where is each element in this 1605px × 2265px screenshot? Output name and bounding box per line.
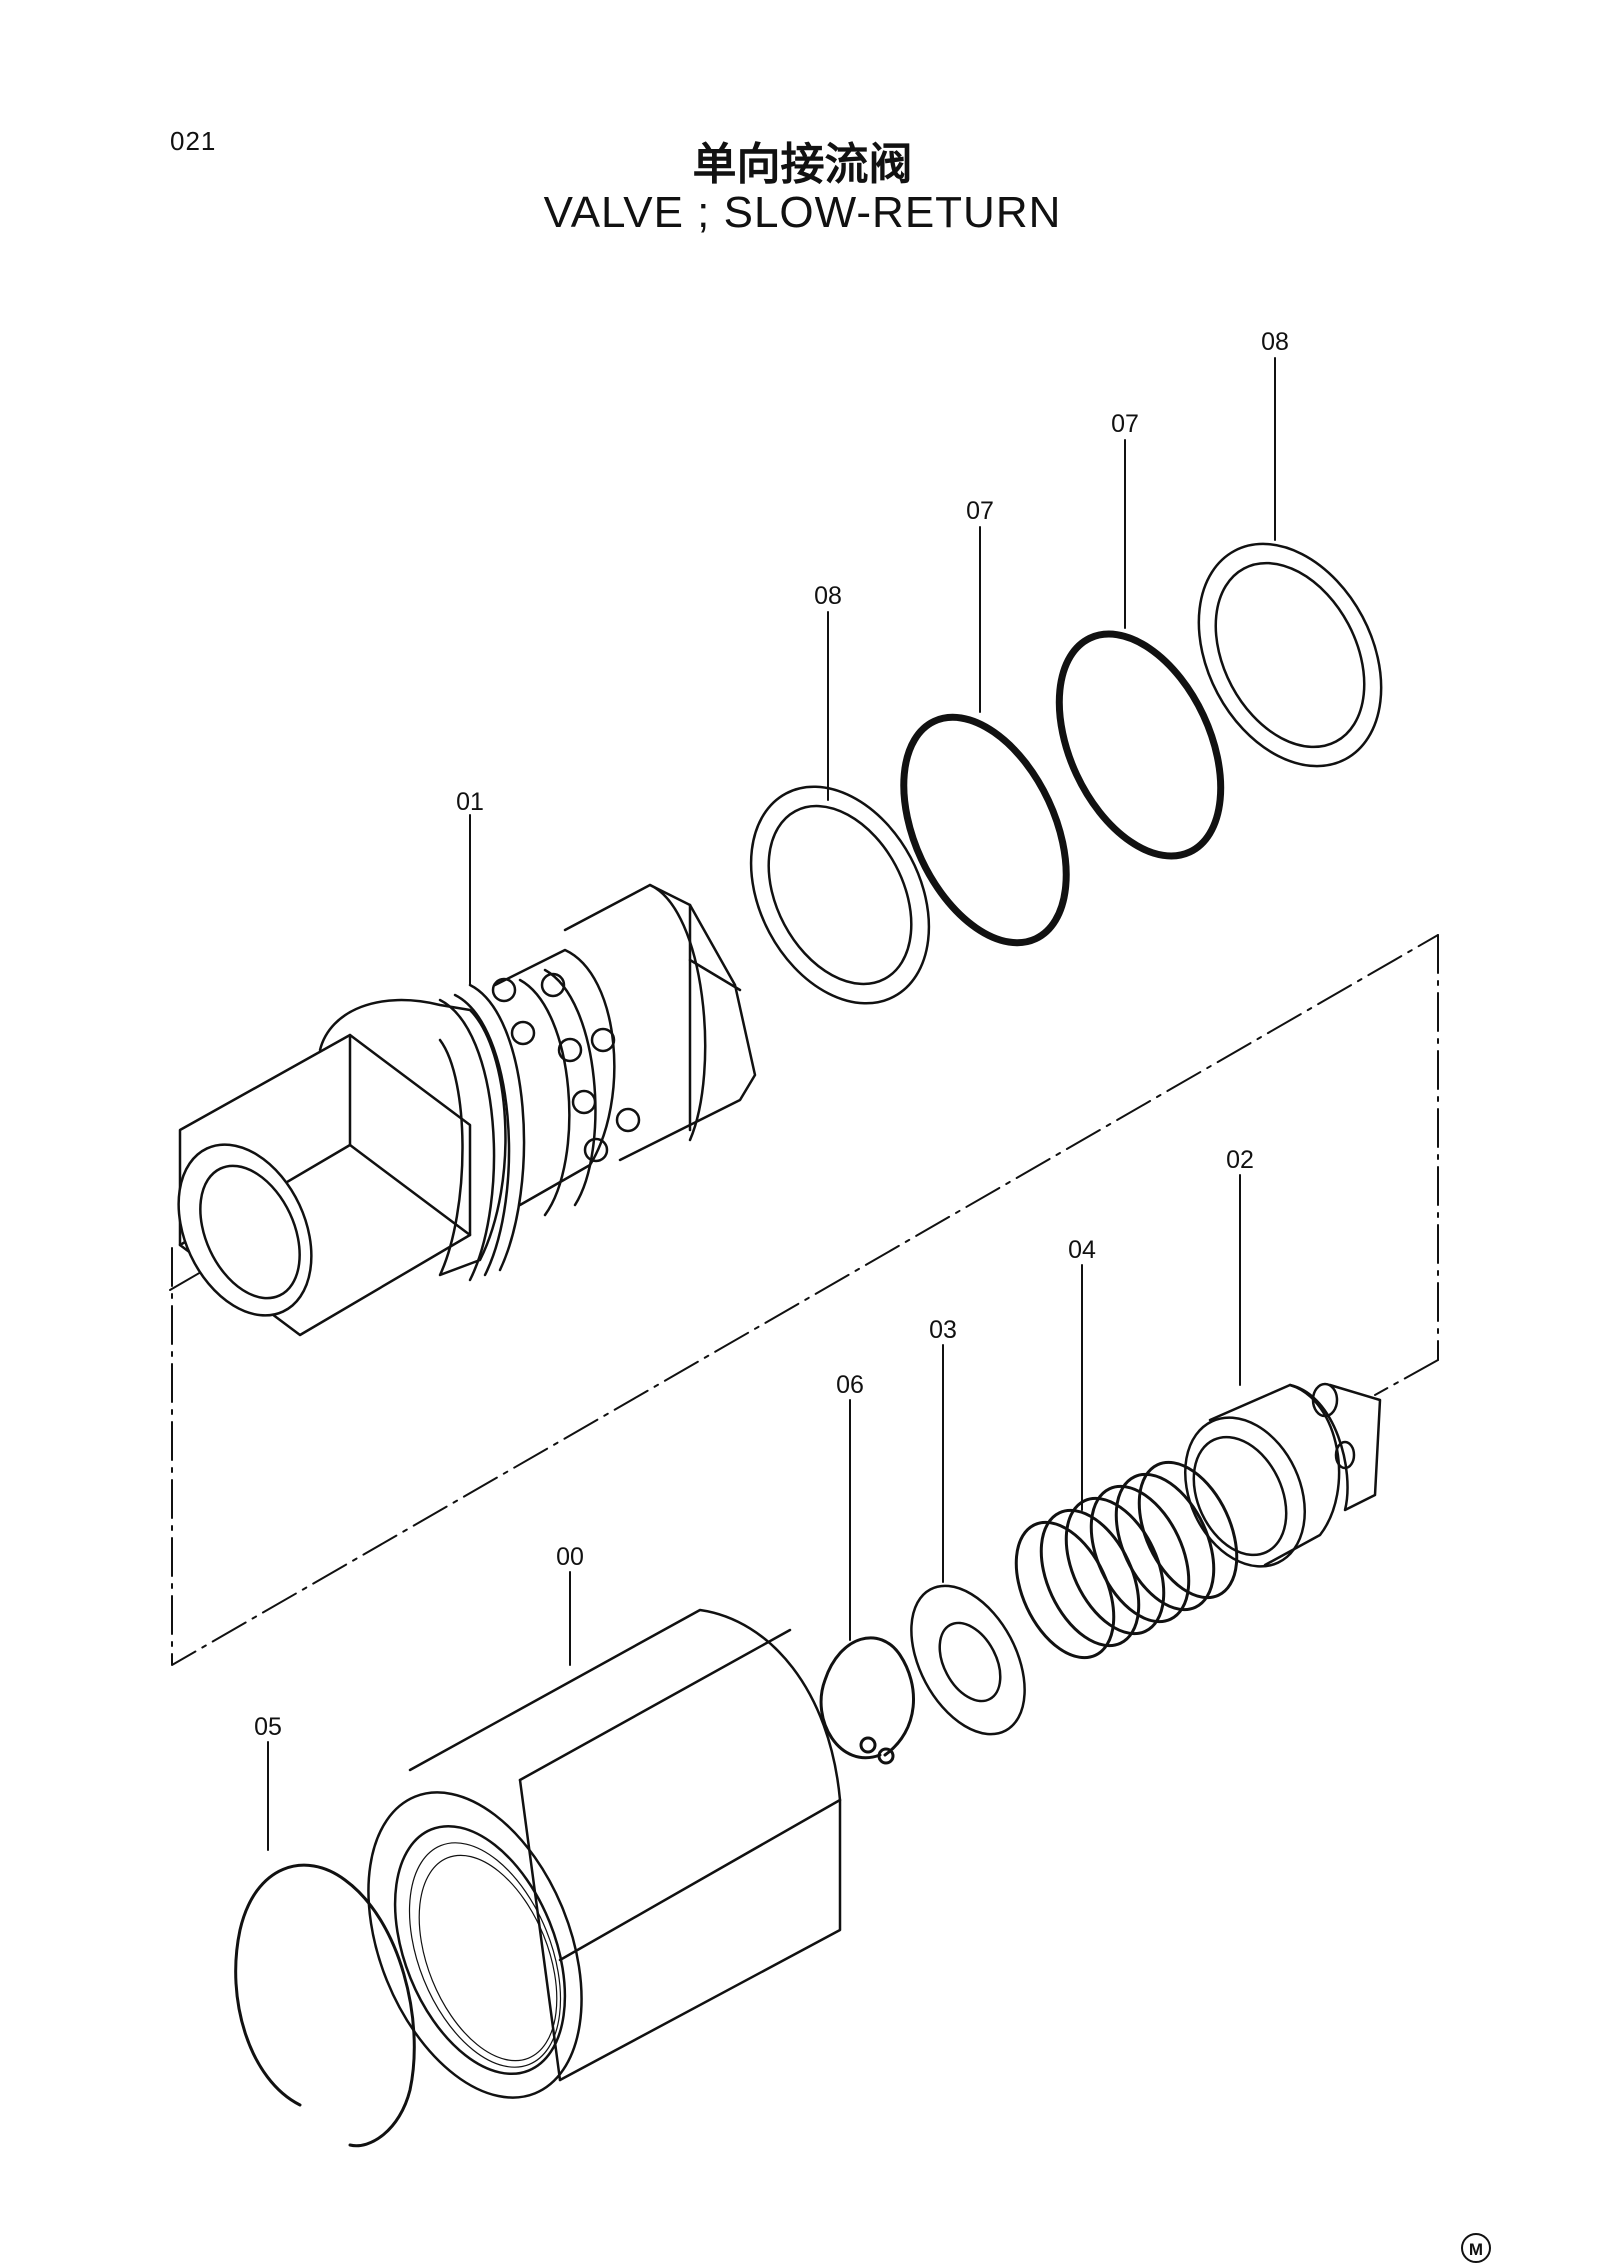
part-label-00: 00: [556, 1543, 584, 1571]
part-label-02: 02: [1226, 1146, 1254, 1174]
part-label-08-left: 08: [814, 582, 842, 610]
part-08-backup-ring-left: [749, 785, 931, 1005]
part-00-housing: [367, 1608, 842, 2099]
part-07-o-ring-right: [1055, 630, 1225, 860]
part-label-07-left: 07: [966, 497, 994, 525]
part-label-04: 04: [1068, 1236, 1096, 1264]
part-08-backup-ring-right: [1197, 542, 1383, 768]
part-label-03: 03: [929, 1316, 957, 1344]
part-06-snap-ring: [819, 1636, 915, 1765]
part-05-circlip: [234, 1863, 416, 2148]
part-label-08-right: 08: [1261, 328, 1289, 356]
part-03-washer: [910, 1584, 1026, 1736]
page-number: 021: [170, 126, 217, 156]
part-label-01: 01: [456, 788, 484, 816]
leader-lines: [267, 357, 1276, 1851]
part-04-spring: [1014, 1460, 1239, 1660]
part-label-07-right: 07: [1111, 410, 1139, 438]
manufacturer-mark: M: [1461, 2233, 1491, 2263]
part-01-valve-body: [177, 883, 757, 1337]
title-chinese: 单向接流阀: [692, 139, 913, 190]
title-english: VALVE ; SLOW-RETURN: [543, 188, 1062, 237]
part-label-06: 06: [836, 1371, 864, 1399]
part-label-05: 05: [254, 1713, 282, 1741]
part-02-poppet: [1183, 1382, 1382, 1568]
part-07-o-ring-left: [900, 713, 1070, 947]
